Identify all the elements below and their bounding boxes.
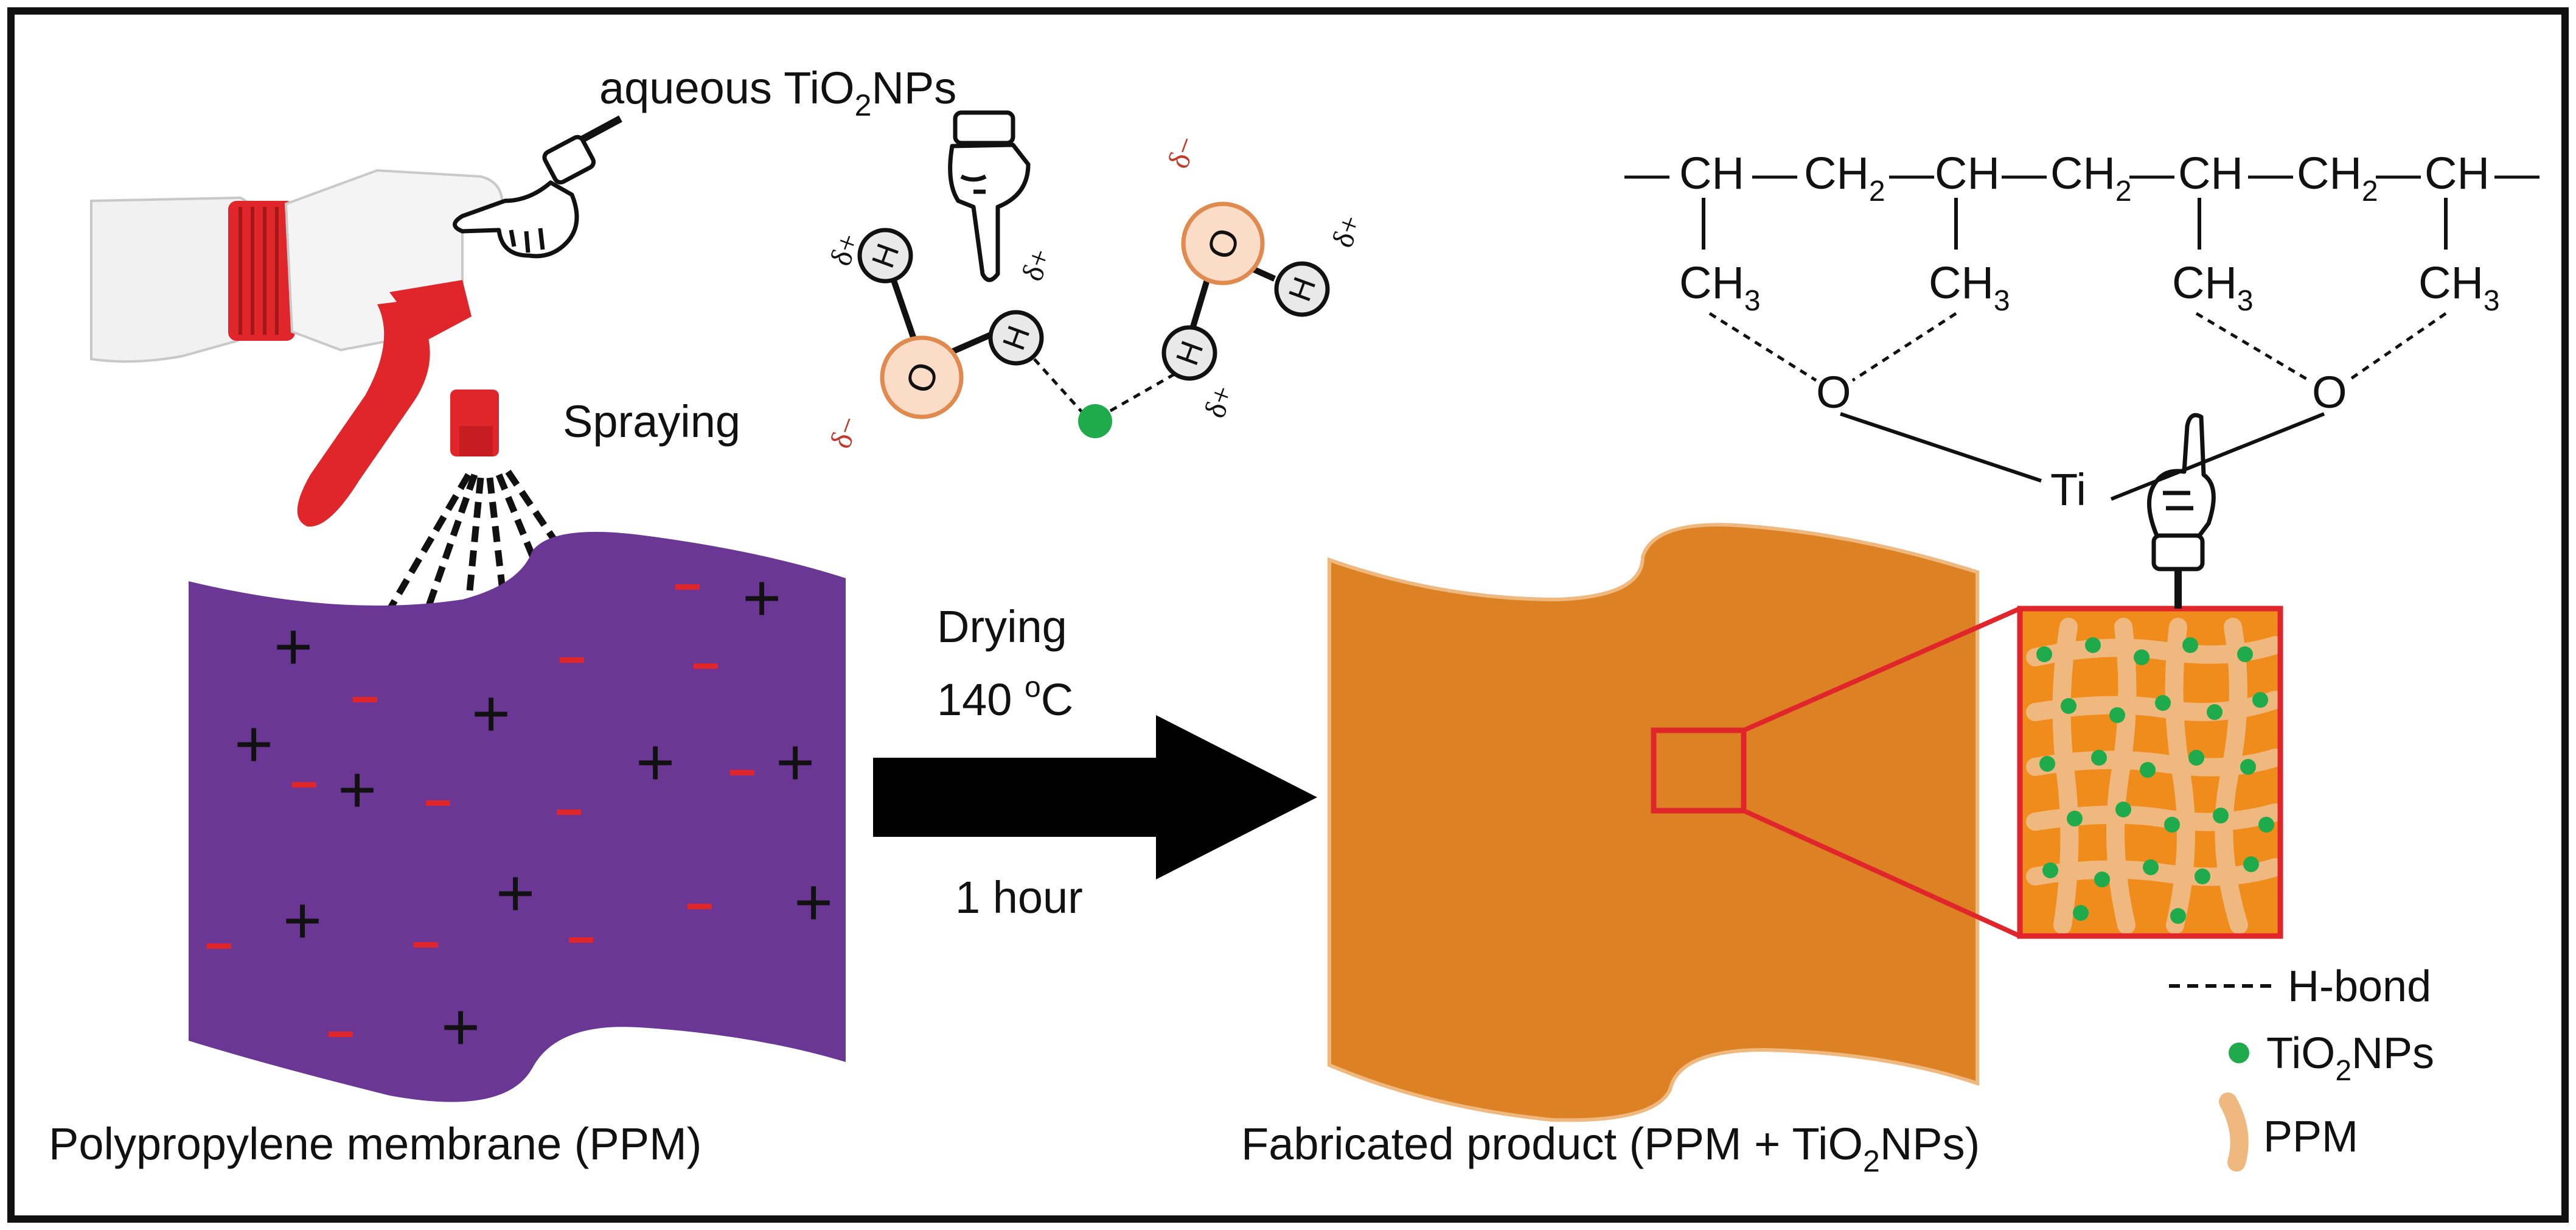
svg-text:+: + — [283, 883, 322, 958]
pointing-hand-icon — [2147, 413, 2216, 609]
svg-text:+: + — [234, 707, 273, 781]
pointing-hand-icon — [453, 115, 622, 259]
legend: H-bond TiO2NPs PPM — [2169, 962, 2434, 1172]
left-caption: Polypropylene membrane (PPM) — [49, 1119, 701, 1169]
legend-nanoparticle-swatch — [2229, 1043, 2249, 1063]
svg-text:CH2: CH2 — [2297, 148, 2378, 208]
membrane-charges: + + + + + + + + + + + — [207, 561, 833, 1064]
svg-text:+: + — [441, 990, 480, 1064]
svg-text:CH3: CH3 — [1679, 257, 1761, 317]
right-caption: Fabricated product (PPM + TiO2NPs) — [1241, 1119, 1980, 1178]
svg-text:—: — — [2129, 148, 2174, 198]
duration-label: 1 hour — [955, 872, 1083, 923]
svg-text:O: O — [2312, 367, 2347, 418]
svg-text:CH2: CH2 — [1804, 148, 1885, 208]
svg-text:+: + — [776, 725, 815, 800]
svg-text:—: — — [2002, 148, 2047, 198]
svg-text:CH: CH — [1679, 148, 1744, 198]
svg-text:+: + — [636, 725, 675, 800]
legend-ppm-swatch — [2219, 1092, 2249, 1172]
svg-text:O: O — [1816, 367, 1851, 418]
temperature-label: 140 oC — [937, 671, 1073, 725]
legend-tio2-label: TiO2NPs — [2266, 1029, 2434, 1087]
spray-bottle-icon — [90, 169, 504, 527]
svg-text:—: — — [2376, 148, 2421, 198]
svg-text:—: — — [2494, 148, 2539, 198]
svg-text:Ti: Ti — [2050, 464, 2086, 515]
zoom-panel — [2017, 606, 2283, 939]
arrow-right-icon — [873, 715, 1317, 879]
spraying-label: Spraying — [563, 396, 740, 447]
highlight-box — [1651, 727, 1747, 814]
svg-text:+: + — [794, 865, 833, 940]
svg-text:—: — — [2248, 148, 2293, 198]
pointing-hand-icon — [948, 110, 1031, 282]
svg-text:CH: CH — [2425, 148, 2490, 198]
svg-text:CH3: CH3 — [1929, 257, 2010, 317]
svg-text:CH3: CH3 — [2172, 257, 2254, 317]
nanoparticle — [1078, 404, 1112, 438]
polypropylene-membrane — [189, 531, 846, 1102]
svg-text:—: — — [1752, 148, 1797, 198]
legend-hbond-label: H-bond — [2288, 962, 2431, 1011]
svg-text:+: + — [742, 561, 781, 635]
fabricated-product — [1328, 523, 1979, 1122]
reagent-label: aqueous TiO2NPs — [599, 63, 956, 122]
svg-text:+: + — [274, 609, 313, 684]
svg-text:CH3: CH3 — [2418, 257, 2500, 317]
legend-ppm-label: PPM — [2263, 1113, 2358, 1161]
svg-text:+: + — [472, 676, 510, 751]
svg-text:CH2: CH2 — [2050, 148, 2132, 208]
svg-text:+: + — [496, 856, 535, 931]
svg-text:CH: CH — [1935, 148, 2000, 198]
svg-text:+: + — [338, 752, 377, 827]
drying-label: Drying — [937, 601, 1067, 652]
svg-text:—: — — [1624, 148, 1669, 198]
svg-text:—: — — [1889, 148, 1934, 198]
polymer-structure: — CH — CH2 — CH — CH2 — CH — CH2 — CH — … — [1624, 148, 2539, 515]
svg-text:CH: CH — [2178, 148, 2243, 198]
